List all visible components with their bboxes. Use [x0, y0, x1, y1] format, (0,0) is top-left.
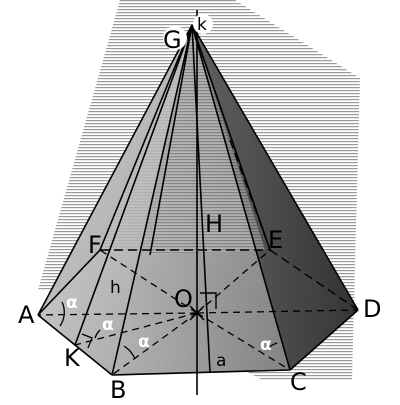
- label-G: G: [163, 26, 182, 54]
- edge-GE-hidden: [229, 139, 271, 251]
- label-D: D: [363, 295, 381, 323]
- angle-arc-B: [123, 345, 136, 360]
- face-GAB: [38, 25, 192, 375]
- edge-ED-hidden: [269, 249, 359, 311]
- edge-GF: [99, 24, 193, 251]
- label-a: a: [216, 351, 226, 371]
- right-angle-mark-O: [200, 292, 217, 309]
- label-B: B: [110, 376, 126, 400]
- label-h: h: [110, 278, 121, 298]
- angle-alpha-K: α: [102, 315, 114, 335]
- apothem-GK: [74, 24, 193, 346]
- segment-OD: [196, 309, 359, 314]
- label-k: k: [197, 15, 207, 35]
- edge-FA: [37, 249, 101, 316]
- segment-OB: [111, 312, 198, 376]
- angle-arc-C: [265, 342, 278, 351]
- label-O: O: [174, 285, 193, 313]
- apex-label-bubble: [163, 26, 187, 50]
- segment-OC: [196, 312, 291, 371]
- center-point-O: [189, 305, 205, 321]
- angle-alpha-C: α: [260, 335, 272, 355]
- edge-GA: [37, 24, 193, 316]
- angle-alpha-B: α: [138, 332, 150, 352]
- segment-OF: [99, 249, 198, 314]
- edge-GD: [191, 24, 359, 311]
- right-angle-mark-K: [81, 333, 93, 349]
- edge-CD: [289, 309, 359, 371]
- segment-OE: [196, 249, 271, 314]
- label-C: C: [290, 368, 307, 396]
- label-A: A: [18, 301, 35, 329]
- axis-label-bubble: [193, 14, 213, 34]
- edge-GC: [191, 24, 291, 371]
- angle-arc-K: [94, 329, 101, 339]
- angle-alpha-A: α: [66, 293, 78, 313]
- edge-BC: [111, 369, 291, 376]
- edge-GB: [111, 24, 193, 376]
- segment-OK: [74, 312, 198, 346]
- front-face-hatch: [150, 25, 265, 255]
- label-H: H: [205, 210, 223, 238]
- label-K: K: [64, 344, 81, 372]
- label-F: F: [88, 231, 102, 259]
- line-G-front-1: [149, 24, 193, 256]
- angle-arc-A: [59, 301, 65, 327]
- line-G-front-2: [191, 24, 211, 373]
- label-E: E: [268, 226, 283, 254]
